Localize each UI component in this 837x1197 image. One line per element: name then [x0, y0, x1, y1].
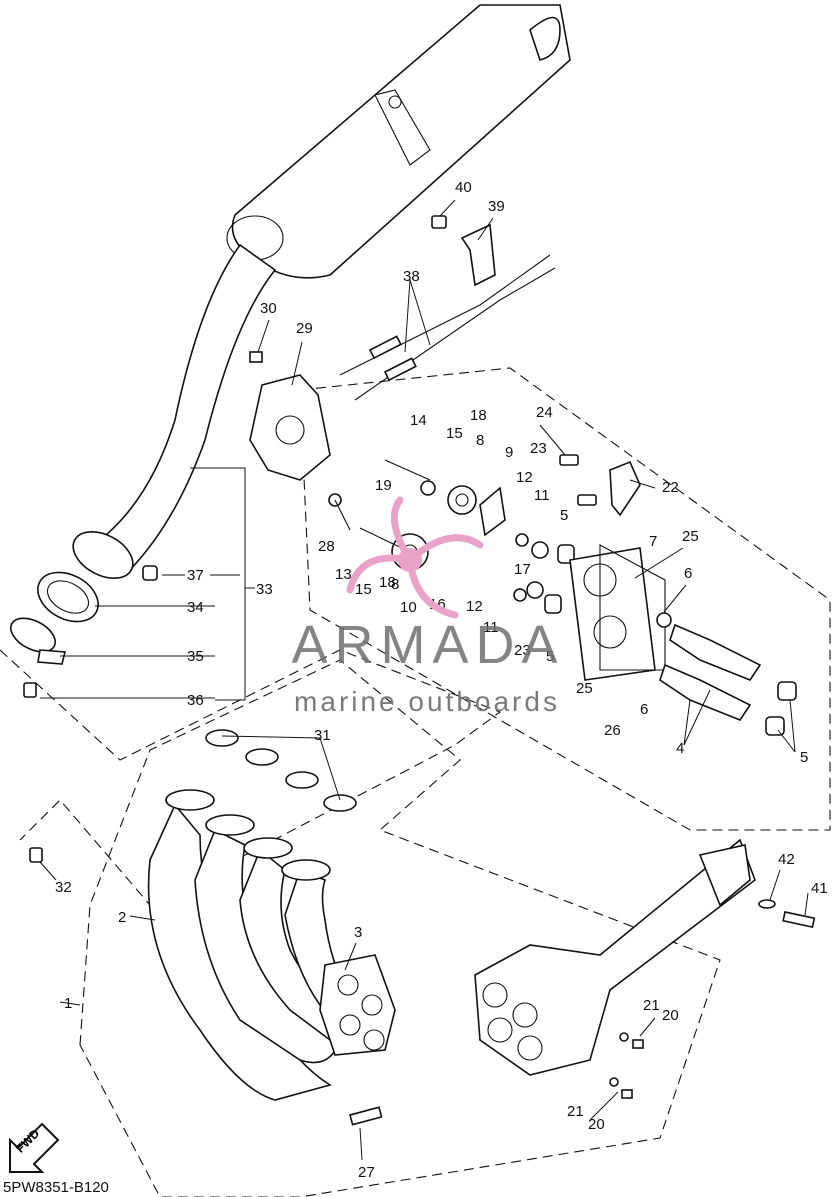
callout-c9: 9	[505, 444, 513, 461]
callout-c36: 36	[187, 692, 204, 709]
forward-arrow-icon	[9, 1122, 60, 1173]
callout-c25a: 25	[682, 528, 699, 545]
callout-c15a: 15	[446, 425, 463, 442]
bolt-40	[431, 215, 447, 229]
callout-c29: 29	[296, 320, 313, 337]
callout-c40: 40	[455, 179, 472, 196]
callout-c18b: 18	[379, 574, 396, 591]
callout-c33: 33	[256, 581, 273, 598]
callout-c1: 1	[64, 995, 72, 1012]
exhaust-collector	[474, 838, 816, 1099]
callout-c26: 26	[604, 722, 621, 739]
callout-c2: 2	[118, 909, 126, 926]
callout-c5c: 5	[800, 749, 808, 766]
exhaust-header-pipes	[29, 789, 396, 1126]
valve-group-boundary	[299, 367, 831, 831]
callout-c35: 35	[187, 648, 204, 665]
callout-c30: 30	[260, 300, 277, 317]
callout-c5b: 5	[546, 648, 554, 665]
callout-c12a: 12	[516, 469, 533, 486]
callout-c6a: 6	[684, 565, 692, 582]
rear-bracket	[249, 351, 331, 481]
brand-name: ARMADA	[291, 615, 565, 675]
callout-c13: 13	[335, 566, 352, 583]
header-gaskets	[205, 729, 357, 812]
callout-c27: 27	[358, 1164, 375, 1181]
muffler-assembly	[10, 4, 571, 698]
callout-c37: 37	[187, 567, 204, 584]
armada-logo	[346, 496, 484, 619]
callout-labels: 1234555667889101111121213141515161718181…	[55, 179, 828, 1181]
callout-c3: 3	[354, 924, 362, 941]
callout-c31: 31	[314, 727, 331, 744]
part-code: 5PW8351-B120	[3, 1179, 109, 1196]
callout-c24: 24	[536, 404, 553, 421]
callout-c32: 32	[55, 879, 72, 896]
group-33-bracket	[190, 467, 246, 701]
callout-c6b: 6	[640, 701, 648, 718]
callout-c21a: 21	[643, 997, 660, 1014]
callout-c8a: 8	[476, 432, 484, 449]
callout-c23a: 23	[530, 440, 547, 457]
callout-c15b: 15	[355, 581, 372, 598]
callout-c14: 14	[410, 412, 427, 429]
callout-c41: 41	[811, 880, 828, 897]
cable-bracket	[460, 223, 496, 287]
callout-c42: 42	[778, 851, 795, 868]
callout-c11b: 11	[483, 619, 499, 636]
callout-c39: 39	[488, 198, 505, 215]
callout-c34: 34	[187, 599, 204, 616]
callout-c11a: 11	[534, 487, 550, 504]
callout-c23b: 23	[514, 642, 531, 659]
muffler-group-boundary	[0, 649, 502, 906]
callout-c28: 28	[318, 538, 335, 555]
callout-c12b: 12	[466, 598, 483, 615]
callout-c4: 4	[676, 740, 684, 757]
callout-c17: 17	[514, 561, 531, 578]
callout-c25b: 25	[576, 680, 593, 697]
brand-tagline: marine outboards	[294, 686, 560, 717]
callout-c20a: 20	[662, 1007, 679, 1024]
callout-c22: 22	[662, 479, 679, 496]
callout-c10: 10	[400, 599, 417, 616]
valve-cables	[339, 254, 556, 401]
callout-c8b: 8	[391, 576, 399, 593]
callout-c7: 7	[649, 533, 657, 550]
callout-c21b: 21	[567, 1103, 584, 1120]
callout-c20b: 20	[588, 1116, 605, 1133]
callout-c18a: 18	[470, 407, 487, 424]
callout-c5a: 5	[560, 507, 568, 524]
leader-lines	[39, 199, 809, 1161]
callout-c38: 38	[403, 268, 420, 285]
callout-c19: 19	[375, 477, 392, 494]
